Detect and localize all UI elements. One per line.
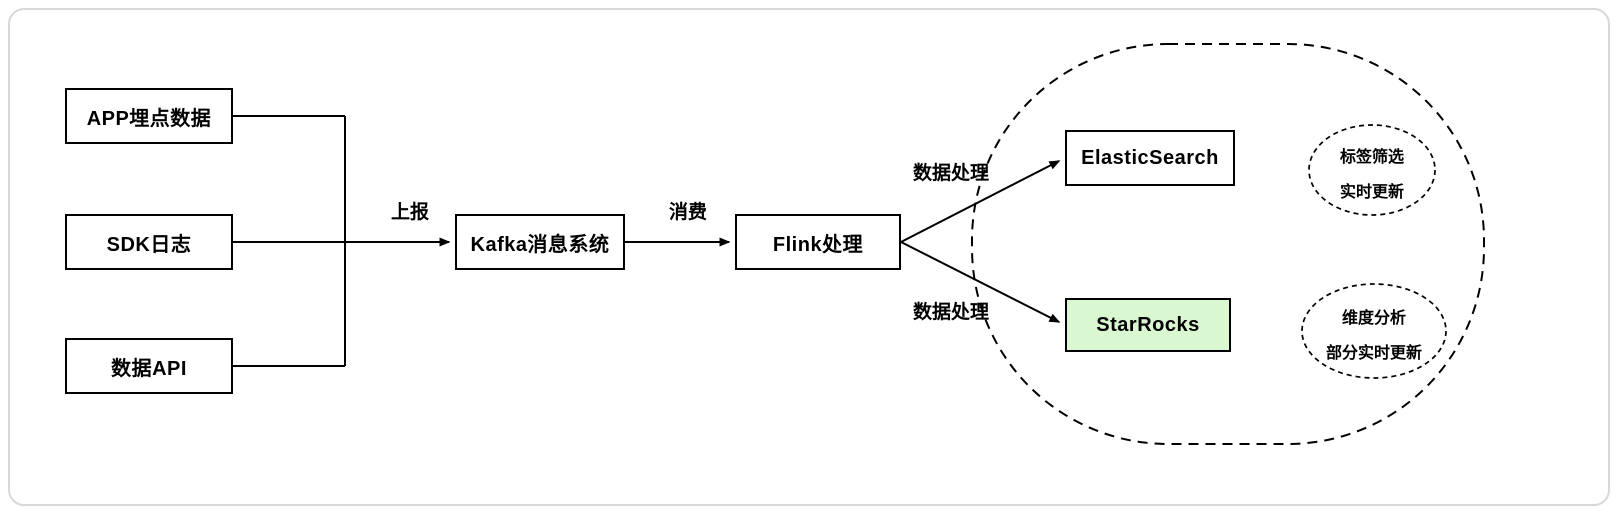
- node-starrocks-label: StarRocks: [1096, 313, 1200, 336]
- sr-capability-line-2: 部分实时更新: [1325, 345, 1422, 362]
- es-capability-line-2: 实时更新: [1339, 184, 1404, 201]
- node-app-tracking-data: APP埋点数据: [65, 88, 233, 144]
- sr-capability-note: 维度分析 部分实时更新: [1298, 304, 1450, 363]
- node-sdk-logs-label: SDK日志: [106, 233, 192, 256]
- sr-capability-oval: [1301, 283, 1447, 379]
- node-kafka-label: Kafka消息系统: [470, 233, 610, 256]
- consume-edge-label: 消费: [668, 202, 707, 223]
- report-edge-label: 上报: [390, 202, 429, 223]
- node-elasticsearch-label: ElasticSearch: [1081, 146, 1219, 169]
- es-capability-oval: [1308, 124, 1436, 216]
- platform-boundary-dashed-shape: [971, 43, 1485, 445]
- node-app-tracking-data-label: APP埋点数据: [86, 107, 212, 130]
- node-elasticsearch: ElasticSearch: [1065, 130, 1235, 186]
- process-arrow-to-starrocks: [900, 241, 1061, 323]
- node-kafka: Kafka消息系统: [455, 214, 625, 270]
- starrocks-node: StarRocks: [1065, 298, 1231, 352]
- node-flink-label: Flink处理: [772, 233, 864, 256]
- es-capability-note: 标签筛选 实时更新: [1307, 143, 1437, 202]
- node-data-api: 数据API: [65, 338, 233, 394]
- node-flink: Flink处理: [735, 214, 901, 270]
- process-to-es-edge-label: 数据处理: [912, 163, 989, 184]
- es-capability-line-1: 标签筛选: [1339, 149, 1404, 166]
- node-data-api-label: 数据API: [111, 357, 187, 380]
- process-arrow-to-elasticsearch: [900, 160, 1061, 243]
- process-to-sr-edge-label: 数据处理: [912, 302, 989, 323]
- node-sdk-logs: SDK日志: [65, 214, 233, 270]
- sr-capability-line-1: 维度分析: [1341, 310, 1406, 327]
